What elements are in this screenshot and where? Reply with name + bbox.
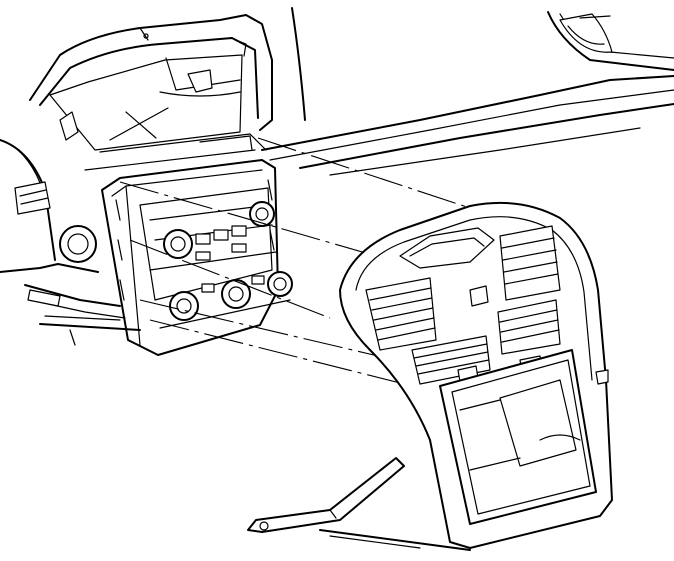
dashboard-left-section xyxy=(0,140,140,345)
mounting-bracket xyxy=(248,458,470,550)
dashboard-upper-panel xyxy=(262,8,674,175)
storage-compartment xyxy=(30,15,272,170)
radio-hvac-control-stack xyxy=(102,136,292,355)
alignment-guide-lines xyxy=(120,138,470,388)
center-bezel-trim-panel xyxy=(340,203,612,548)
